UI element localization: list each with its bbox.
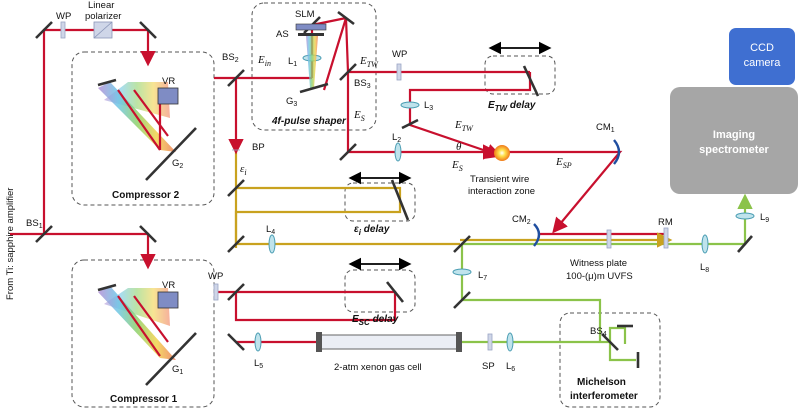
sp-label: SP — [482, 361, 495, 372]
wp-bottom-label: WP — [208, 271, 223, 282]
michelson-box — [559, 312, 661, 408]
l3-lens — [400, 101, 420, 109]
sp-filter — [487, 333, 493, 351]
g1-label: G1 — [172, 364, 183, 376]
g3-grating — [299, 82, 329, 94]
michelson-label-2: interferometer — [570, 391, 638, 402]
gas-cell-label: 2-atm xenon gas cell — [334, 362, 422, 373]
rm-label: RM — [658, 217, 673, 228]
g2-grating — [145, 127, 197, 181]
l1-label: L1 — [288, 56, 297, 68]
compressor1-spectrum-2 — [104, 288, 170, 326]
as-label: AS — [276, 29, 289, 40]
witness-plate — [606, 229, 612, 249]
spectrometer-label-1: Imaging — [713, 129, 755, 141]
cm1-mirror — [613, 139, 621, 165]
wp-bottom — [213, 283, 219, 301]
ccd-label-1: CCD — [750, 42, 774, 54]
l6-label: L6 — [506, 361, 515, 373]
compressor2-mirror — [97, 78, 117, 87]
linear-polarizer-label-2: polarizer — [85, 11, 121, 22]
wp-top-label: WP — [56, 11, 71, 22]
spectrometer-label-2: spectrometer — [699, 144, 769, 156]
michelson-label-1: Michelson — [577, 377, 626, 388]
l8-lens — [701, 234, 709, 254]
compressor2-spectrum-2 — [104, 82, 170, 118]
mirrors — [35, 10, 753, 368]
ccd-camera — [729, 28, 795, 85]
source-label: From Ti: sapphire amplifier — [5, 188, 16, 300]
e-tw-label: ETW — [359, 55, 379, 69]
l9-lens — [735, 212, 755, 220]
epsi-delay-label: εi delay — [354, 224, 390, 237]
l7-label: L7 — [478, 270, 487, 282]
transient-label-2: interaction zone — [468, 186, 535, 197]
witness-label-2: 100-(μ)m UVFS — [566, 271, 633, 282]
e-tw2-label: ETW — [454, 119, 474, 133]
compressor1-mirror — [97, 283, 117, 292]
l4-label: L4 — [266, 224, 275, 236]
vr-label-2: VR — [162, 76, 175, 87]
l2-label: L2 — [392, 132, 401, 144]
eps-i-label: εi — [240, 163, 247, 177]
l8-label: L8 — [700, 262, 709, 274]
vr-compressor2 — [157, 87, 179, 105]
epsi-delay-box — [344, 182, 416, 222]
bs3-label: BS3 — [354, 78, 371, 90]
l5-lens — [254, 332, 262, 352]
l4-lens — [268, 234, 276, 254]
bs4-label: BS4 — [590, 326, 607, 338]
linear-polarizer-label-1: Linear — [88, 0, 114, 11]
pulse-shaper-box — [251, 2, 377, 131]
witness-label-1: Witness plate — [570, 258, 627, 269]
as — [298, 33, 324, 36]
cm1-label: CM1 — [596, 122, 615, 134]
g1-grating — [145, 332, 197, 386]
compressor1-label: Compressor 1 — [110, 394, 178, 405]
g2-label: G2 — [172, 158, 183, 170]
slm — [295, 23, 327, 31]
cm2-label: CM2 — [512, 214, 531, 226]
linear-polarizer-diag — [93, 21, 113, 39]
l7-lens — [452, 268, 472, 276]
interaction-burst — [494, 145, 510, 161]
gas-cell — [317, 334, 461, 350]
e-s-label: ES — [353, 109, 365, 123]
shaper-label: 4f-pulse shaper — [271, 116, 347, 127]
gas-cell-cap-right — [456, 332, 462, 352]
l5-label: L5 — [254, 358, 263, 370]
l3-label: L3 — [424, 100, 433, 112]
bs1-label: BS1 — [26, 218, 43, 230]
slm-label: SLM — [295, 9, 315, 20]
bs2-label: BS2 — [222, 52, 239, 64]
g3-label: G3 — [286, 96, 297, 108]
wp-right — [396, 63, 402, 81]
rm — [663, 227, 669, 249]
wp-right-label: WP — [392, 49, 407, 60]
wp-top — [60, 21, 66, 39]
e-sp-label: ESP — [555, 156, 572, 170]
vr-compressor1 — [157, 291, 179, 309]
cm2-mirror — [533, 223, 541, 247]
l2-lens — [394, 142, 402, 162]
imaging-spectrometer — [670, 87, 798, 194]
bp-label: BP — [252, 142, 265, 153]
l6-lens — [506, 332, 514, 352]
vr-label-1: VR — [162, 280, 175, 291]
etw-delay-box — [484, 55, 556, 95]
compressor2-label: Compressor 2 — [112, 190, 180, 201]
ccd-label-2: camera — [744, 57, 782, 69]
e-in-label: Ein — [257, 54, 271, 68]
shaper-spectrum — [306, 36, 318, 88]
transient-label-1: Transient wire — [470, 174, 529, 185]
l9-label: L9 — [760, 212, 769, 224]
e-s2-label: ES — [451, 159, 463, 173]
theta-label: θ — [456, 141, 462, 153]
esc-delay-label: ESC delay — [352, 314, 399, 327]
gas-cell-cap-left — [316, 332, 322, 352]
etw-delay-label: ETW delay — [488, 100, 536, 113]
